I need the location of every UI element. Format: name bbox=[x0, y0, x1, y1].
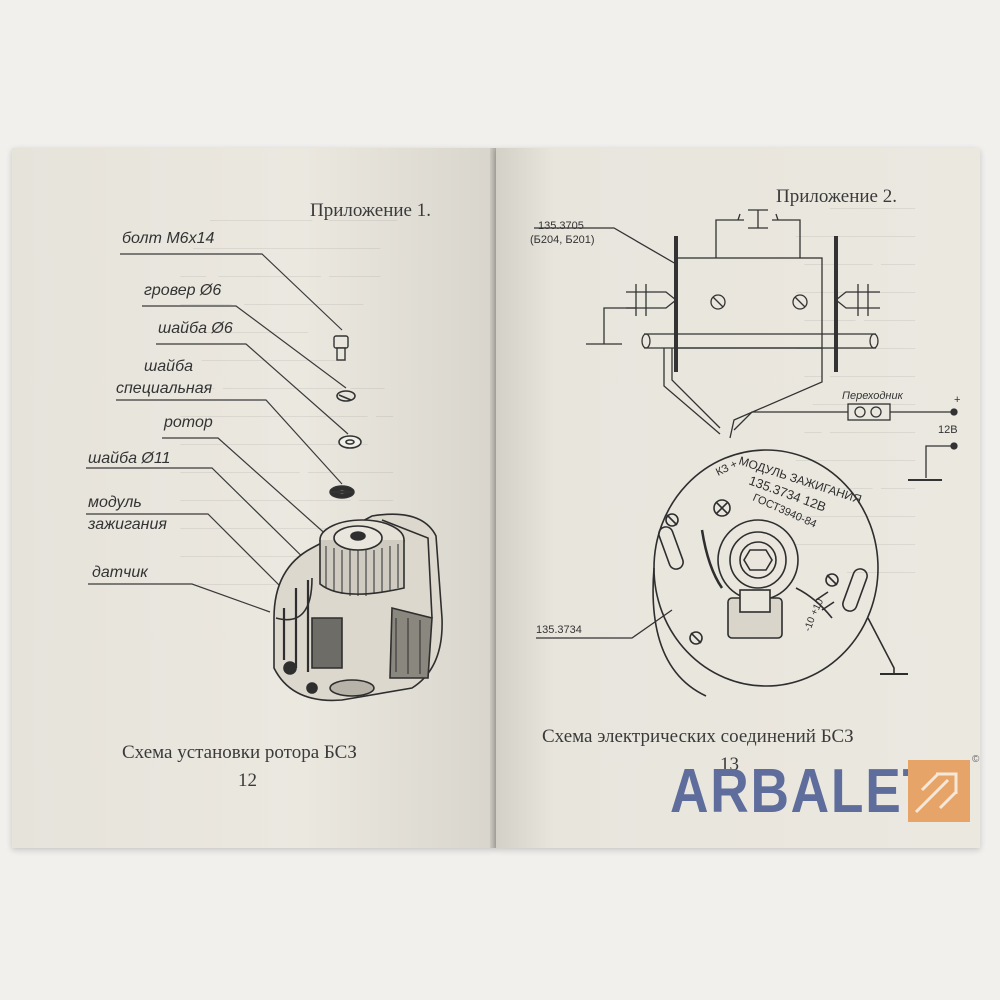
label-module-2: зажигания bbox=[88, 516, 167, 533]
grover-washer-icon bbox=[336, 390, 356, 402]
label-base-plate: 135.3734 bbox=[536, 624, 582, 636]
label-sensor: датчик bbox=[92, 564, 148, 581]
right-caption: Схема электрических соединений БСЗ bbox=[542, 726, 854, 747]
leader-sensor bbox=[88, 583, 271, 613]
rotor-assembly-drawing bbox=[86, 253, 443, 702]
label-washer-special-2: специальная bbox=[116, 380, 213, 397]
leader-washer-11 bbox=[86, 467, 325, 579]
left-page: ____________ ________ __________________… bbox=[12, 148, 496, 848]
leader-washer-6 bbox=[156, 343, 349, 435]
right-page: __________ ______________ ____ ________ … bbox=[496, 148, 980, 848]
washer-icon bbox=[338, 435, 362, 449]
appendix-title: Приложение 2. bbox=[776, 186, 897, 207]
label-adapter: Переходник bbox=[842, 390, 903, 402]
label-rotor: ротор bbox=[164, 414, 213, 431]
leader-bolt bbox=[120, 253, 343, 331]
label-coil: 135.3705 bbox=[538, 220, 584, 232]
leader-rotor bbox=[162, 437, 331, 539]
label-grover: гровер Ø6 bbox=[144, 282, 222, 299]
logo-text: ARBALET bbox=[670, 757, 937, 826]
arbalet-logo: ARBALET © bbox=[670, 752, 982, 832]
wiring-diagram: КЗ + МОДУЛЬ ЗАЖИГАНИЯ 135.3734 12В ГОСТ3… bbox=[534, 209, 958, 697]
leader-special bbox=[116, 399, 343, 485]
leader-grover bbox=[142, 305, 347, 389]
label-washer-11: шайба Ø11 bbox=[88, 450, 171, 467]
label-12v: 12В bbox=[938, 424, 958, 436]
rotor-module-body bbox=[273, 513, 443, 702]
copyright-mark: © bbox=[972, 754, 980, 765]
left-caption: Схема установки ротора БСЗ bbox=[122, 742, 357, 763]
booklet: ____________ ________ __________________… bbox=[12, 148, 980, 848]
label-module-1: модуль bbox=[88, 494, 142, 511]
timing-plus: +10 bbox=[809, 597, 827, 617]
timing-minus: -10 bbox=[802, 615, 817, 633]
label-plus: + bbox=[954, 394, 961, 406]
special-washer-icon bbox=[329, 485, 355, 499]
module-base-plate bbox=[652, 449, 908, 697]
leader-module bbox=[86, 513, 295, 601]
label-washer-6: шайба Ø6 bbox=[158, 320, 233, 337]
label-coil-variants: (Б204, Б201) bbox=[530, 234, 595, 246]
left-page-number: 12 bbox=[238, 770, 257, 791]
bolt-icon bbox=[333, 335, 349, 361]
right-page-number: 13 bbox=[720, 754, 739, 775]
label-bolt: болт М6х14 bbox=[122, 230, 215, 247]
appendix-title: Приложение 1. bbox=[310, 200, 431, 221]
crossbow-logo-icon bbox=[908, 760, 970, 822]
rotor-ribs bbox=[325, 544, 399, 596]
label-washer-special-1: шайба bbox=[144, 358, 193, 375]
